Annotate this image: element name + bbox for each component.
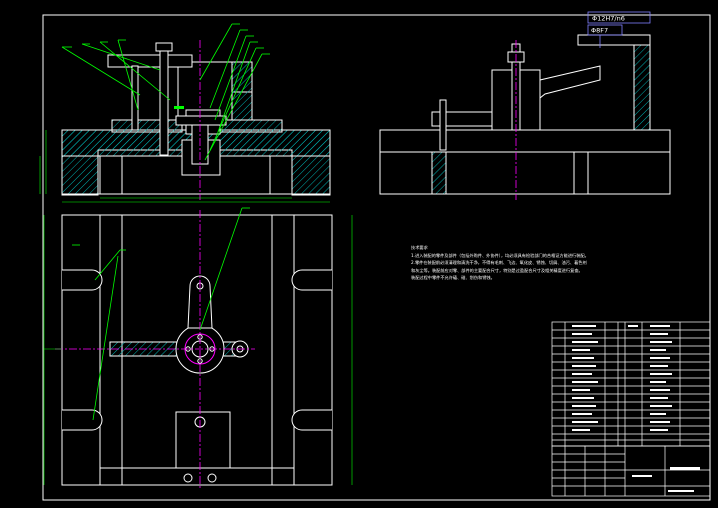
front-base-foot-right xyxy=(269,155,293,195)
top-dimensions xyxy=(44,215,353,485)
parts-list xyxy=(551,321,711,447)
front-boss-left xyxy=(111,119,183,133)
top-slot-right-upper xyxy=(291,269,332,291)
top-slot-left-upper xyxy=(62,269,103,291)
parts-list-marks xyxy=(572,325,672,431)
technical-requirements: 技术要求 1.进入装配的零件及部件（包括外购件、外协件），均必须具有检验部门的合… xyxy=(411,244,661,282)
top-leaders xyxy=(72,207,250,421)
side-foot-right xyxy=(573,151,589,195)
front-dimensions xyxy=(39,130,330,203)
technical-requirement-line: 1.进入装配的零件及部件（包括外购件、外协件），均必须具有检验部门的合格证方能进… xyxy=(411,252,589,258)
front-nut-top xyxy=(155,42,173,52)
side-foot-left xyxy=(431,151,447,195)
side-pin-left xyxy=(439,99,447,151)
technical-requirement-line: 2.零件在装配前必须清理和清洗干净，不得有毛刺、飞边、氧化皮、锈蚀、切屑、油污、… xyxy=(411,260,587,266)
technical-requirement-line: 装配过程中零件不允许磕、碰、划伤和锈蚀。 xyxy=(411,275,495,281)
front-leaders xyxy=(61,23,270,161)
technical-requirement-line: 和灰尘等。装配前应对零、部件的主要配合尺寸，特别是过盈配合尺寸及相关精度进行复查… xyxy=(411,267,583,273)
front-base-foot-left xyxy=(99,155,123,195)
drawing-border xyxy=(42,14,711,501)
top-rail-right xyxy=(271,214,295,486)
front-stud-left xyxy=(131,65,139,131)
side-view: Φ12H7/n6 Φ8F7 xyxy=(379,11,671,200)
top-base-hole-left xyxy=(183,473,193,483)
title-block-marks xyxy=(632,467,700,492)
fit-callout-1: Φ12H7/n6 xyxy=(592,15,625,23)
side-base xyxy=(379,129,671,195)
fit-callout-box-2 xyxy=(587,24,623,36)
top-slot-right-lower xyxy=(291,409,332,431)
top-slot-left-lower xyxy=(62,409,103,431)
technical-requirements-title: 技术要求 xyxy=(411,245,428,250)
top-view xyxy=(43,207,353,490)
fit-callout-2: Φ8F7 xyxy=(591,27,608,35)
side-column-cap xyxy=(577,34,651,46)
front-stud-center xyxy=(159,44,169,156)
title-block xyxy=(551,445,711,497)
top-base-hole-right xyxy=(207,473,217,483)
front-locator xyxy=(175,115,227,126)
fit-callout-box-1 xyxy=(587,11,651,24)
front-view xyxy=(39,23,331,203)
side-column xyxy=(633,34,651,131)
front-green-marker xyxy=(174,106,184,109)
